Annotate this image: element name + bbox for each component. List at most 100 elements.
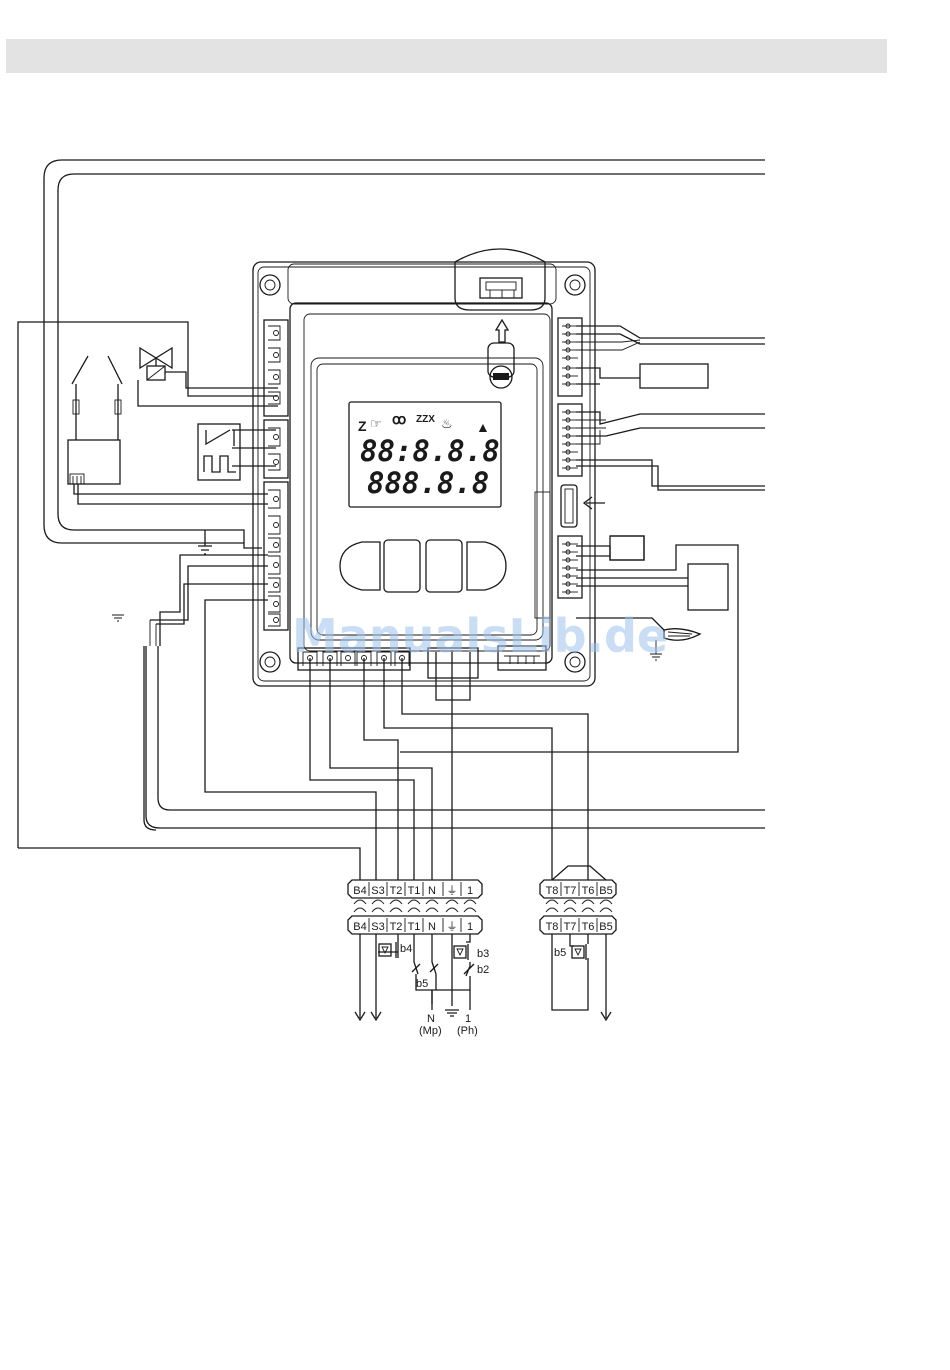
gas-valve-icon <box>138 348 278 406</box>
right-pin-18 <box>562 550 578 554</box>
right-pin-10 <box>562 418 578 422</box>
lcd-line-1: 88:8.8.8 <box>360 434 500 468</box>
main-lower-label-5: N <box>428 921 436 933</box>
right-pin-23 <box>562 590 578 594</box>
button-right[interactable] <box>467 542 506 590</box>
right-pin-21 <box>562 574 578 578</box>
right-pin-22 <box>562 582 578 586</box>
right-pin-5 <box>562 356 578 360</box>
right-pin-6 <box>562 366 578 370</box>
stage2-upper-label-2: T7 <box>564 885 577 897</box>
right-pin-9 <box>562 410 578 414</box>
left-pin-3 <box>268 370 280 384</box>
right-pin-2 <box>562 332 578 336</box>
right-pin-19 <box>562 558 578 562</box>
left-pin-11 <box>268 578 280 592</box>
right-pin-16 <box>562 466 578 470</box>
stage2-lower-label-2: T7 <box>564 921 577 933</box>
main-terminal-4: T1T1 <box>405 882 420 933</box>
supply-phase-label: 1 <box>465 1013 471 1025</box>
contact-b2-label: b2 <box>477 964 489 976</box>
main-lower-label-3: T2 <box>390 921 403 933</box>
main-upper-label-1: B4 <box>353 885 366 897</box>
supply-neutral-sub: (Mp) <box>419 1025 442 1037</box>
main-lower-label-4: T1 <box>408 921 421 933</box>
lcd-symbol-valve: ZZX <box>416 414 435 425</box>
supply-neutral-label: N <box>427 1013 435 1025</box>
contact-b4-label: b4 <box>400 943 412 955</box>
lcd-symbol-z: Z <box>358 418 367 434</box>
left-pin-2 <box>268 348 280 362</box>
main-upper-label-2: S3 <box>371 885 384 897</box>
main-lower-label-2: S3 <box>371 921 384 933</box>
cable-b4-terminal <box>18 848 360 880</box>
right-pin-7 <box>562 374 578 378</box>
right-pin-17 <box>562 542 578 546</box>
cable-b4 <box>18 322 278 848</box>
left-pin-4 <box>268 392 280 404</box>
top-connector <box>455 249 545 310</box>
left-pin-13 <box>268 614 280 626</box>
lcd-symbol-alarm: ▲ <box>476 419 490 435</box>
stage2-upper-label-4: B5 <box>599 885 612 897</box>
contact-b3-label: b3 <box>477 948 489 960</box>
main-terminal-5: NN <box>423 882 438 933</box>
button-middle-1[interactable] <box>384 540 420 592</box>
button-middle-2[interactable] <box>426 540 462 592</box>
lcd-symbol-hand: ☞ <box>370 416 382 431</box>
contact-b5-left-label: b5 <box>416 978 428 990</box>
right-pin-12 <box>562 434 578 438</box>
lcd-line-2: 888.8.8 <box>367 466 489 500</box>
right-pin-4 <box>562 348 578 352</box>
stage2-lower-label-4: B5 <box>599 921 612 933</box>
main-upper-label-5: N <box>428 885 436 897</box>
main-terminal-6: ⏚⏚ <box>443 882 458 933</box>
main-upper-label-6: ⏚ <box>447 884 458 897</box>
main-upper-label-4: T1 <box>408 885 421 897</box>
left-pin-9 <box>268 538 280 552</box>
main-upper-label-3: T2 <box>390 885 403 897</box>
lcd-display: Z ☞ ꝏ ZZX ♨ ▲ 88:8.8.8 888.8.8 <box>349 402 501 507</box>
right-pin-15 <box>562 458 578 462</box>
stage2-lower-label-3: T6 <box>582 921 595 933</box>
watermark: ManualsLib.de <box>292 609 668 663</box>
left-wires <box>112 555 376 880</box>
main-lower-label-6: ⏚ <box>447 920 458 933</box>
right-pin-11 <box>562 426 578 430</box>
left-pin-6 <box>268 454 280 470</box>
stage2-upper-label-3: T6 <box>582 885 595 897</box>
right-pin-1 <box>562 324 578 328</box>
external-contacts: b4 b5 b3 b2 N (Mp) 1 (Ph) <box>355 934 489 1037</box>
right-pin-13 <box>562 442 578 446</box>
lcd-symbol-fan: ꝏ <box>392 411 406 427</box>
stage2-upper-label-1: T8 <box>546 885 559 897</box>
supply-phase-sub: (Ph) <box>457 1025 478 1037</box>
right-pin-20 <box>562 566 578 570</box>
left-pin-7 <box>268 490 280 508</box>
left-pin-8 <box>268 516 280 534</box>
stage2-contacts: b5 <box>552 934 611 1020</box>
main-lower-label-1: B4 <box>353 921 366 933</box>
key-icon <box>488 320 514 388</box>
main-terminal-7: 11 <box>461 882 476 933</box>
button-row[interactable] <box>340 540 506 592</box>
main-lower-label-7: 1 <box>467 921 473 933</box>
left-pin-1 <box>268 326 280 340</box>
main-upper-label-7: 1 <box>467 885 473 897</box>
stage2-lower-label-1: T8 <box>546 921 559 933</box>
right-pin-8 <box>562 382 578 386</box>
button-left[interactable] <box>340 542 380 590</box>
left-pin-12 <box>268 596 280 612</box>
right-pin-3 <box>562 340 578 344</box>
left-pin-10 <box>268 556 280 574</box>
lcd-symbol-flame: ♨ <box>441 416 453 431</box>
